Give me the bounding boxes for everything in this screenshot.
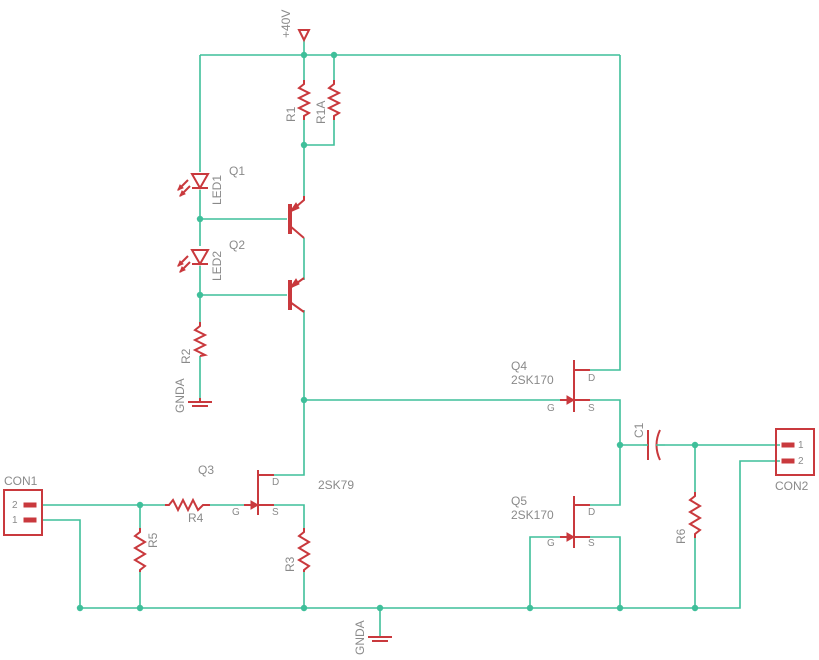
label-pins-p1: 1 xyxy=(12,515,18,526)
label-pins-g: G xyxy=(232,507,240,518)
led-2: LED2 xyxy=(177,249,224,281)
label-parts-con2: CON2 xyxy=(775,479,809,493)
label-pins-g: G xyxy=(547,538,555,549)
jfet-q4: Q4 2SK170 D G S xyxy=(511,359,595,414)
label-pins-p1: 1 xyxy=(798,440,804,451)
label-parts-q5_value: 2SK170 xyxy=(511,508,554,522)
jfet-q5: Q5 2SK170 D G S xyxy=(511,494,595,549)
transistor-q2: Q2 xyxy=(229,238,305,313)
label-pins-s: S xyxy=(588,538,595,549)
transistor-q1: Q1 xyxy=(229,164,305,239)
supply-symbol: +40V xyxy=(279,10,311,43)
label-parts-q4_value: 2SK170 xyxy=(511,373,554,387)
jfet-q3: Q3 2SK79 D G S xyxy=(198,463,354,518)
label-pins-d: D xyxy=(588,373,595,384)
label-pins-g: G xyxy=(547,403,555,414)
label-parts-q5: Q5 xyxy=(511,494,527,508)
label-parts-q2: Q2 xyxy=(229,238,245,252)
resistor-r2: R2 xyxy=(179,322,209,364)
label-parts-q3: Q3 xyxy=(198,463,214,477)
label-parts-r1a: R1A xyxy=(314,101,328,124)
ground-symbol-left: GNDA xyxy=(173,378,212,413)
label-pins-p2: 2 xyxy=(798,456,804,467)
label-parts-q1: Q1 xyxy=(229,164,245,178)
label-parts-r2: R2 xyxy=(179,348,193,364)
label-parts-r3: R3 xyxy=(283,556,297,572)
supply-label: +40V xyxy=(279,10,293,38)
resistor-r1a: R1A xyxy=(314,80,342,124)
connector-con2: CON2 1 2 xyxy=(775,428,815,493)
ground-symbol-bottom: GNDA xyxy=(353,620,392,655)
label-parts-q4: Q4 xyxy=(511,359,527,373)
resistor-r4: R4 xyxy=(165,497,210,525)
label-parts-c1: C1 xyxy=(632,422,646,438)
label-pins-p2: 2 xyxy=(12,500,18,511)
label-pins-s: S xyxy=(588,403,595,414)
resistor-r3: R3 xyxy=(283,528,311,572)
label-ground-label: GNDA xyxy=(353,620,367,655)
label-pins-d: D xyxy=(588,507,595,518)
label-pins-d: D xyxy=(272,477,279,488)
junctions xyxy=(76,51,699,612)
label-parts-r1: R1 xyxy=(284,106,298,122)
label-parts-r5: R5 xyxy=(146,532,160,548)
resistor-r1: R1 xyxy=(284,80,312,122)
led-1: LED1 xyxy=(177,173,224,205)
label-pins-s: S xyxy=(272,507,279,518)
label-parts-led2: LED2 xyxy=(210,251,224,281)
capacitor-c1: C1 xyxy=(632,422,665,461)
label-ground-label: GNDA xyxy=(173,378,187,413)
label-parts-r4: R4 xyxy=(188,511,204,525)
connector-con1: CON1 2 1 xyxy=(3,474,43,536)
label-parts-q3_value: 2SK79 xyxy=(318,478,354,492)
resistor-r6: R6 xyxy=(674,492,702,544)
label-parts-r6: R6 xyxy=(674,528,688,544)
label-parts-con1: CON1 xyxy=(4,474,38,488)
label-parts-led1: LED1 xyxy=(210,175,224,205)
resistor-r5: R5 xyxy=(133,528,160,572)
